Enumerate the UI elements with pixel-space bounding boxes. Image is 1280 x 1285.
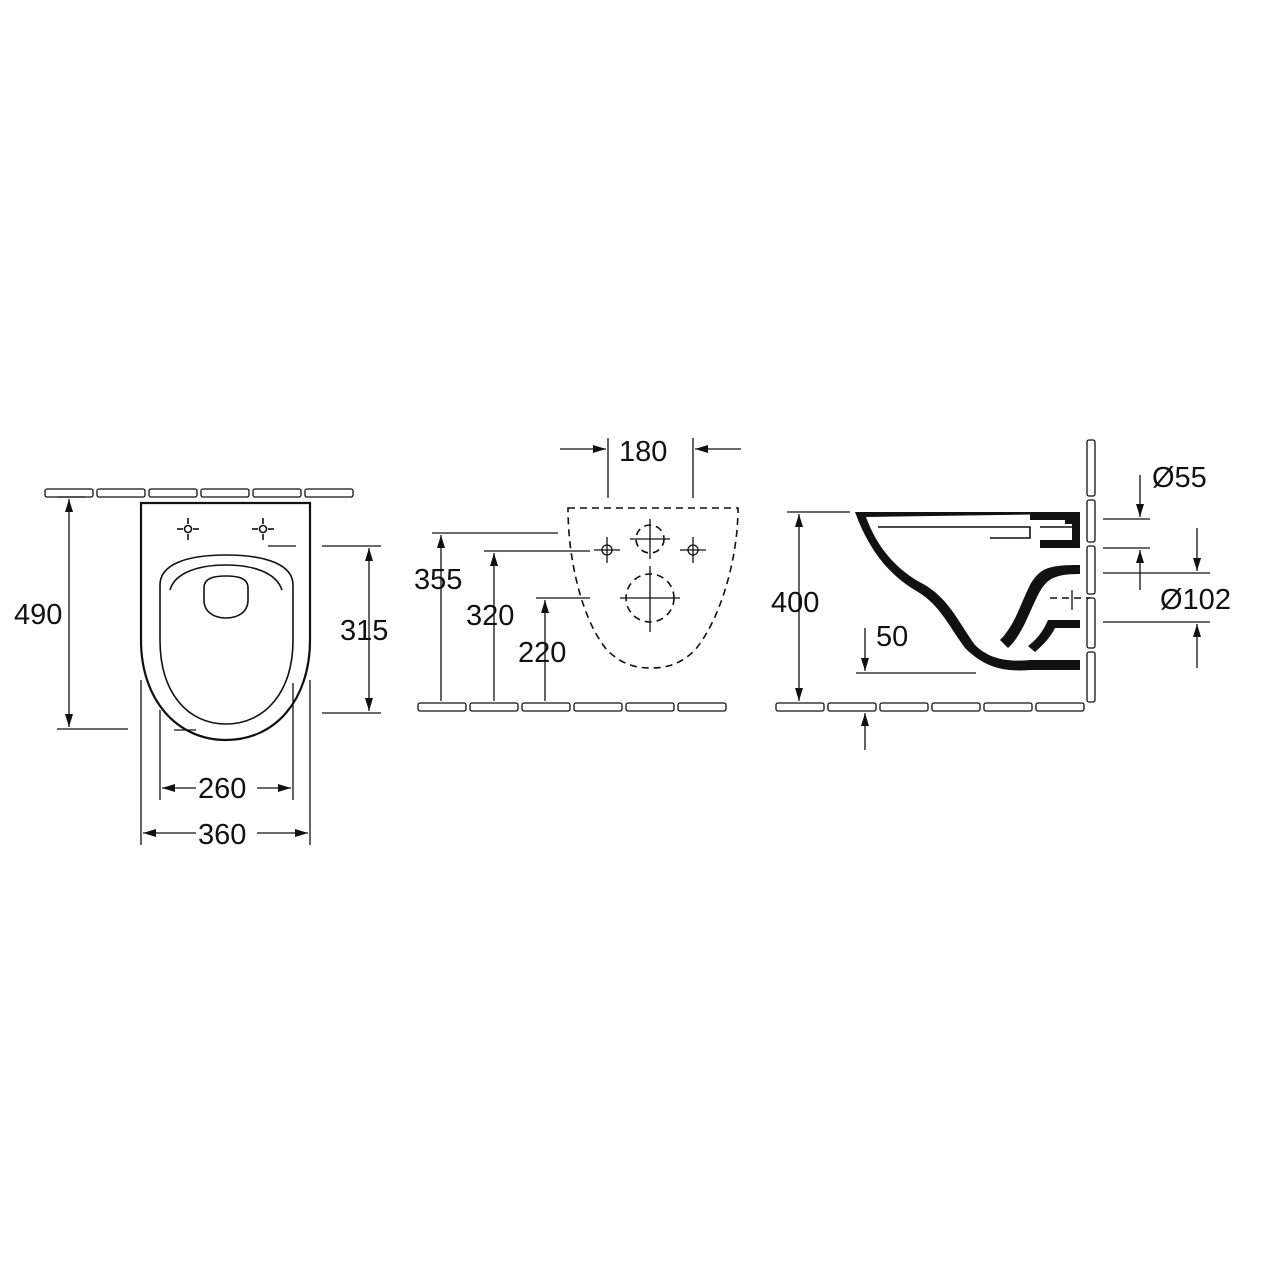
dim-50-label: 50 (876, 621, 908, 653)
side-view-floor (775, 702, 1085, 712)
dim-320-label: 320 (466, 600, 514, 632)
rear-view-outline (567, 507, 739, 669)
dim-315-label: 315 (340, 615, 388, 647)
rear-inlet-mark (630, 519, 670, 559)
top-view-bowl-outline (139, 501, 312, 742)
rear-bolt-left (594, 537, 620, 563)
rear-outlet-mark (620, 566, 680, 632)
rear-bolt-right (680, 537, 706, 563)
dim-180-label: 180 (619, 436, 667, 468)
dim-360-label: 360 (198, 819, 246, 851)
top-view: 490 315 260 360 (14, 488, 388, 851)
dim-490-label: 490 (14, 599, 62, 631)
rear-view-floor (417, 702, 727, 712)
side-view-bowl (855, 512, 1080, 671)
dim-220-label: 220 (518, 637, 566, 669)
dim-d55-label: Ø55 (1152, 462, 1207, 494)
dim-260-label: 260 (198, 773, 246, 805)
dim-355-label: 355 (414, 564, 462, 596)
dim-400-label: 400 (771, 587, 819, 619)
rear-view: 180 355 320 220 (414, 436, 741, 712)
top-view-flush-opening (203, 575, 249, 619)
hinge-mark-right (252, 518, 274, 540)
hinge-mark-left (177, 518, 199, 540)
top-view-seat-opening (159, 554, 294, 725)
top-view-wall (44, 488, 354, 498)
side-view: 400 50 Ø55 Ø102 (771, 439, 1231, 750)
side-view-wall (1086, 439, 1096, 703)
dim-d102-label: Ø102 (1160, 584, 1231, 616)
